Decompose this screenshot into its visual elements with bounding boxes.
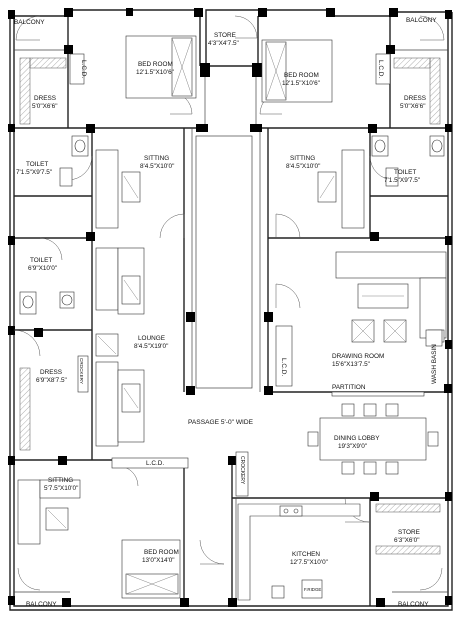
lcd-right-label: L.C.D.	[377, 60, 384, 78]
fridge-label: F.RIDGE	[304, 587, 321, 592]
dining-lobby-size: 19'3"X9'0"	[338, 443, 367, 450]
bedroom-3-size: 13'0"X14'0"	[142, 557, 175, 564]
room-labels: BALCONY BALCONY BALCONY BALCONY STORE 4'…	[14, 17, 438, 608]
sitting-bottom-size: 5'7.5"X10'0"	[44, 485, 78, 492]
lcd-left-label: L.C.D.	[80, 60, 87, 78]
outer-walls	[9, 9, 453, 611]
lcd-bottom-label: L.C.D.	[146, 460, 164, 467]
passage-label: PASSAGE 5'-0" WIDE	[188, 419, 254, 426]
dress-left-size: 5'0"X6'6"	[32, 103, 57, 110]
crockery-vertical-label: CROCKERY	[79, 358, 84, 384]
sitting-right-label: SITTING	[290, 155, 315, 162]
structural-columns	[8, 8, 452, 607]
dress-middle-size: 6'9"X8'7.5"	[36, 377, 67, 384]
sitting-left-size: 8'4.5"X10'0"	[140, 163, 174, 170]
toilet-left-label: TOILET	[26, 161, 48, 168]
door-swings	[13, 15, 445, 591]
toilet-middle-label: TOILET	[30, 257, 52, 264]
dress-left-label: DRESS	[34, 95, 56, 102]
dress-right-size: 5'0"X6'6"	[400, 103, 425, 110]
toilet-middle-size: 6'9"X10'0"	[28, 265, 57, 272]
drawing-room-size: 15'6"X13'7.5"	[332, 361, 370, 368]
store-top-size: 4'3"X4'7.5"	[208, 40, 239, 47]
kitchen-size: 12'7.5"X10'0"	[290, 559, 328, 566]
dress-right-label: DRESS	[404, 95, 426, 102]
internal-walls	[14, 16, 448, 606]
bedroom-2-label: BED ROOM	[284, 72, 319, 79]
balcony-top-left-label: BALCONY	[14, 19, 45, 26]
store-top-label: STORE	[214, 32, 236, 39]
partition-label: PARTITION	[332, 384, 366, 391]
dining-lobby-label: DINING LOBBY	[334, 435, 380, 442]
balcony-bottom-left-label: BALCONY	[26, 601, 57, 608]
wash-basin-label: WASH BASIN	[431, 344, 438, 384]
drawing-room-label: DRAWING ROOM	[332, 353, 384, 360]
kitchen-label: KITCHEN	[292, 551, 320, 558]
furniture	[17, 35, 447, 601]
bedroom-3-label: BED ROOM	[144, 549, 179, 556]
sitting-right-size: 8'4.5"X10'0"	[286, 163, 320, 170]
crockery-bottom-label: CROCKERY	[239, 456, 245, 485]
toilet-left-size: 7'1.5"X9'7.5"	[16, 169, 52, 176]
sitting-bottom-label: SITTING	[48, 477, 73, 484]
sitting-left-label: SITTING	[144, 155, 169, 162]
toilet-right-size: 7'1.5"X9'7.5"	[384, 177, 420, 184]
lcd-middle-label: L.C.D.	[280, 358, 287, 376]
lounge-size: 8'4.5"X19'0"	[134, 343, 168, 350]
bedroom-1-label: BED ROOM	[138, 61, 173, 68]
dress-middle-label: DRESS	[40, 369, 62, 376]
lounge-label: LOUNGE	[138, 335, 165, 342]
bedroom-1-size: 12'1.5"X10'6"	[136, 69, 174, 76]
store-bottom-size: 6'3"X6'0"	[394, 537, 419, 544]
toilet-right-label: TOILET	[394, 169, 416, 176]
balcony-top-right-label: BALCONY	[406, 17, 437, 24]
balcony-bottom-right-label: BALCONY	[398, 601, 429, 608]
store-bottom-label: STORE	[398, 529, 420, 536]
bedroom-2-size: 12'1.5"X10'6"	[282, 80, 320, 87]
